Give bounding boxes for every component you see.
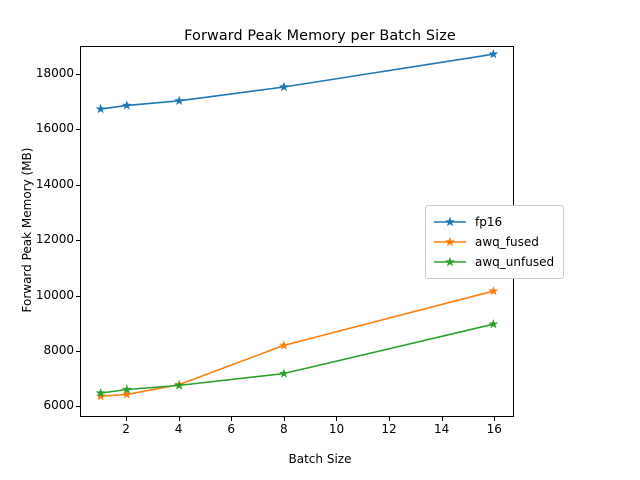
y-tick-label: 12000	[35, 232, 74, 247]
series-line	[99, 323, 495, 394]
data-point-marker	[121, 384, 132, 394]
data-point-marker	[488, 285, 499, 296]
y-tick-mark	[76, 295, 80, 297]
x-tick-mark	[231, 417, 233, 421]
x-tick-mark	[441, 417, 443, 421]
y-tick-label: 10000	[35, 287, 74, 302]
legend-line-marker-icon	[433, 215, 467, 229]
y-tick-mark	[76, 351, 80, 352]
y-tick-label: 6000	[43, 398, 74, 413]
data-point-marker	[488, 318, 499, 329]
legend-line-marker-icon	[433, 235, 467, 249]
y-tick-label: 16000	[35, 121, 74, 136]
y-tick-mark	[76, 240, 80, 242]
data-point-marker	[174, 95, 185, 105]
data-point-marker	[278, 340, 289, 350]
legend-item-fp16[interactable]: fp16	[433, 212, 554, 232]
data-point-marker	[95, 390, 106, 401]
y-tick-mark	[76, 184, 80, 186]
x-tick-label: 2	[122, 422, 130, 436]
x-tick-label: 4	[174, 422, 183, 436]
x-tick-mark	[178, 417, 180, 421]
x-tick-label: 6	[227, 422, 236, 436]
x-tick-mark	[126, 417, 128, 421]
x-tick-label: 8	[280, 422, 288, 436]
data-point-marker	[488, 48, 499, 59]
legend-item-awq_fused[interactable]: awq_fused	[433, 232, 554, 252]
y-tick-mark	[76, 406, 80, 408]
data-point-marker	[278, 81, 289, 92]
chart-title: Forward Peak Memory per Batch Size	[184, 28, 456, 44]
legend-label: awq_fused	[475, 235, 539, 249]
y-tick-mark	[76, 73, 80, 75]
x-tick-label: 16	[486, 422, 502, 436]
series-canvas	[95, 48, 499, 401]
legend-line-marker-icon	[433, 255, 467, 269]
series-awq_fused	[95, 285, 499, 401]
y-tick-label: 18000	[35, 65, 74, 80]
x-tick-label: 10	[328, 422, 345, 436]
data-point-marker	[174, 380, 185, 390]
data-point-marker	[278, 368, 289, 378]
y-tick-label: 8000	[43, 343, 74, 357]
x-tick-mark	[336, 417, 338, 421]
legend-label: fp16	[475, 215, 503, 229]
y-tick-label: 14000	[35, 176, 74, 191]
data-point-marker	[121, 100, 132, 110]
series-fp16	[95, 48, 499, 114]
series-line	[99, 290, 495, 397]
x-tick-label: 14	[434, 422, 450, 436]
data-point-marker	[95, 387, 106, 398]
x-tick-mark	[283, 417, 285, 421]
legend-label: awq_unfused	[475, 255, 555, 269]
x-axis-label: Batch Size	[288, 452, 352, 466]
x-tick-label: 12	[381, 422, 397, 436]
data-point-marker	[95, 103, 106, 114]
y-tick-mark	[76, 129, 80, 131]
x-tick-mark	[389, 417, 391, 421]
chart-legend: fp16 awq_fused awq_unfused	[425, 205, 565, 279]
data-point-marker	[121, 389, 132, 399]
legend-item-awq_unfused[interactable]: awq_unfused	[433, 252, 554, 272]
series-awq_unfused	[95, 318, 499, 398]
series-line	[99, 53, 495, 110]
x-tick-mark	[494, 417, 496, 421]
